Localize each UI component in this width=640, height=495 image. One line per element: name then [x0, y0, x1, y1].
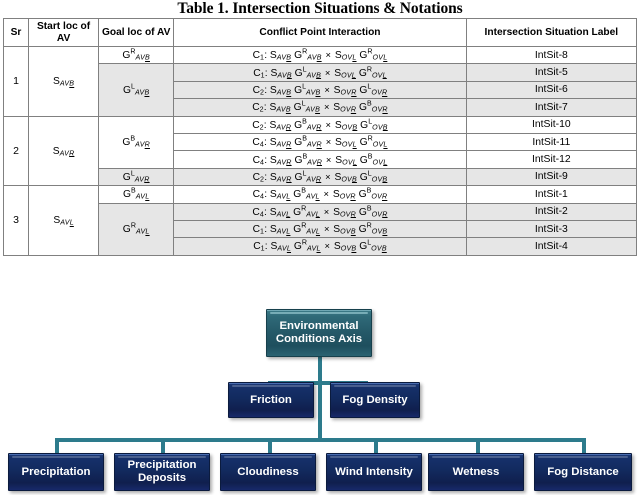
cell-conflict-point-interaction: C4: SAVL GRAVL × SOVR GBOVR [173, 202, 467, 221]
cell-conflict-point-interaction: C1: SAVL GRAVL × SOVB GLOVB [173, 237, 467, 256]
cell-intersection-situation-label: IntSit-8 [465, 45, 638, 65]
page-title: Table 1. Intersection Situations & Notat… [177, 0, 463, 17]
node-precipitation[interactable]: Precipitation [8, 453, 104, 491]
connector-mid-down [318, 381, 322, 441]
cell-sr: 1 [2, 46, 30, 117]
intersection-situations-table: Sr Start loc of AV Goal loc of AV Confli… [2, 18, 638, 256]
connector-root-down [318, 356, 322, 383]
environmental-conditions-diagram: Environmental Conditions Axis Friction F… [0, 283, 640, 495]
cell-intersection-situation-label: IntSit-10 [465, 115, 638, 134]
connector-leaf-6 [582, 438, 586, 454]
cell-conflict-point-interaction: C4: SAVR GBAVR × SOVL GBOVL [173, 150, 467, 169]
header-goal-loc: Goal loc of AV [98, 18, 175, 47]
cell-intersection-situation-label: IntSit-1 [465, 185, 638, 204]
cell-conflict-point-interaction: C1: SAVB GLAVB × SOVL GROVL [173, 63, 467, 82]
node-label-wetness: Wetness [452, 465, 500, 478]
cell-intersection-situation-label: IntSit-6 [465, 80, 638, 100]
node-wind-intensity[interactable]: Wind Intensity [326, 453, 422, 491]
cell-intersection-situation-label: IntSit-7 [465, 98, 638, 117]
connector-leaf-2 [161, 438, 165, 454]
connector-leaf-horizontal [55, 438, 582, 442]
cell-intersection-situation-label: IntSit-11 [465, 132, 638, 152]
cell-start-loc: SAVB [28, 46, 100, 117]
header-start-loc: Start loc of AV [28, 18, 100, 47]
cell-conflict-point-interaction: C4: SAVL GBAVL × SOVR GBOVR [173, 185, 467, 204]
cell-goal-loc: GBAVR [98, 115, 175, 169]
node-fog-density[interactable]: Fog Density [330, 382, 420, 418]
connector-leaf-4 [374, 438, 378, 454]
cell-goal-loc: GBAVL [98, 185, 175, 204]
cell-goal-loc: GLAVR [98, 167, 175, 187]
table-header-row: Sr Start loc of AV Goal loc of AV Confli… [2, 18, 638, 47]
cell-intersection-situation-label: IntSit-12 [465, 150, 638, 169]
cell-conflict-point-interaction: C2: SAVB GLAVB × SOVR GLOVR [173, 80, 467, 100]
node-label-cloudiness: Cloudiness [237, 465, 299, 478]
cell-intersection-situation-label: IntSit-2 [465, 202, 638, 221]
node-label-friction: Friction [250, 393, 292, 406]
cell-sr: 2 [2, 115, 30, 187]
node-friction[interactable]: Friction [228, 382, 314, 418]
cell-intersection-situation-label: IntSit-5 [465, 63, 638, 82]
cell-conflict-point-interaction: C1: SAVL GRAVL × SOVB GROVB [173, 219, 467, 239]
cell-intersection-situation-label: IntSit-3 [465, 219, 638, 239]
connector-leaf-3 [268, 438, 272, 454]
node-label-root: Environmental Conditions Axis [275, 320, 363, 345]
cell-conflict-point-interaction: C2: SAVR GBAVR × SOVB GLOVB [173, 115, 467, 134]
cell-intersection-situation-label: IntSit-4 [465, 237, 638, 256]
cell-intersection-situation-label: IntSit-9 [465, 167, 638, 187]
header-conflict-point-interaction: Conflict Point Interaction [173, 18, 467, 47]
cell-conflict-point-interaction: C4: SAVR GBAVR × SOVL GROVL [173, 132, 467, 152]
node-cloudiness[interactable]: Cloudiness [220, 453, 316, 491]
cell-sr: 3 [2, 185, 30, 256]
node-environmental-conditions-axis[interactable]: Environmental Conditions Axis [266, 309, 372, 357]
cell-goal-loc: GRAVB [98, 45, 175, 65]
node-wetness[interactable]: Wetness [428, 453, 524, 491]
node-label-precipitation: Precipitation [21, 465, 91, 478]
node-label-fog-distance: Fog Distance [547, 465, 619, 478]
cell-conflict-point-interaction: C2: SAVB GLAVB × SOVR GBOVR [173, 98, 467, 117]
node-fog-distance[interactable]: Fog Distance [534, 453, 632, 491]
cell-goal-loc: GRAVL [98, 202, 175, 256]
cell-conflict-point-interaction: C2: SAVR GLAVR × SOVB GLOVB [173, 167, 467, 187]
node-label-precipitation-deposits: Precipitation Deposits [127, 459, 197, 484]
cell-goal-loc: GLAVB [98, 63, 175, 117]
header-sr: Sr [2, 18, 30, 47]
cell-start-loc: SAVL [28, 185, 100, 256]
cell-start-loc: SAVR [28, 115, 100, 187]
connector-leaf-1 [55, 438, 59, 454]
connector-leaf-5 [476, 438, 480, 454]
node-label-fog-density: Fog Density [342, 393, 408, 406]
node-label-wind-intensity: Wind Intensity [335, 465, 413, 478]
header-intersection-situation-label: Intersection Situation Label [465, 18, 638, 47]
node-precipitation-deposits[interactable]: Precipitation Deposits [114, 453, 210, 491]
cell-conflict-point-interaction: C1: SAVB GRAVB × SOVL GROVL [173, 45, 467, 65]
